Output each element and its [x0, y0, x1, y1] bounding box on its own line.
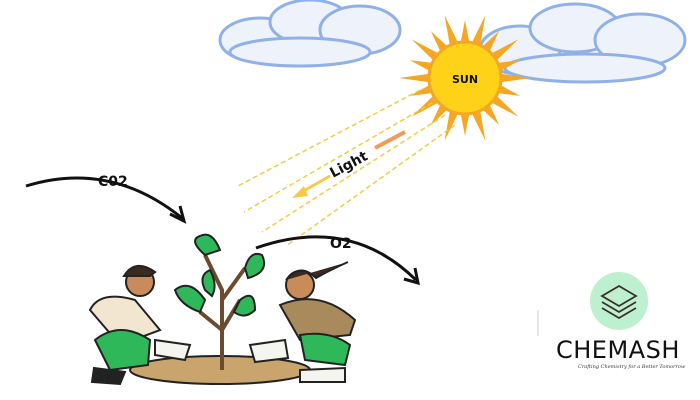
logo-tagline: Crafting Chemistry for a Better Tomorrow	[578, 364, 686, 370]
sun-ray	[491, 39, 519, 61]
gardener-right	[248, 261, 357, 383]
co2-label: C02	[98, 174, 128, 190]
o2-label: O2	[330, 236, 352, 252]
sun-ray	[409, 60, 433, 72]
sun-ray	[471, 110, 486, 141]
sun-ray	[497, 60, 521, 72]
sun-ray	[482, 104, 500, 125]
sun-ray	[399, 73, 430, 83]
cloud-left	[218, 0, 402, 68]
sun-ray	[430, 31, 448, 52]
cloud-right	[478, 2, 687, 84]
co2-arrow	[25, 176, 187, 224]
sun-ray	[411, 39, 439, 61]
gardener-left	[88, 265, 192, 386]
o2-arrow	[255, 235, 420, 286]
sun-ray	[444, 110, 459, 141]
sun-icon: SUN	[399, 15, 531, 141]
sun-ray	[444, 15, 459, 46]
light-beams	[237, 89, 456, 247]
logo-circle	[590, 272, 648, 330]
logo-name: CHEMASH	[556, 336, 680, 364]
sun-ray	[491, 95, 519, 117]
sun-ray	[460, 113, 470, 136]
layers-icon	[600, 284, 638, 320]
sun-ray	[482, 31, 500, 52]
sun-ray	[497, 84, 521, 96]
sun-ray	[409, 84, 433, 96]
light-arrow: Light	[292, 130, 406, 198]
sun-ray	[460, 20, 470, 43]
sun-ray	[500, 73, 531, 83]
plant	[173, 233, 266, 370]
sun-ray	[471, 15, 486, 46]
sun-ray	[430, 104, 448, 125]
sun-label: SUN	[452, 73, 478, 86]
